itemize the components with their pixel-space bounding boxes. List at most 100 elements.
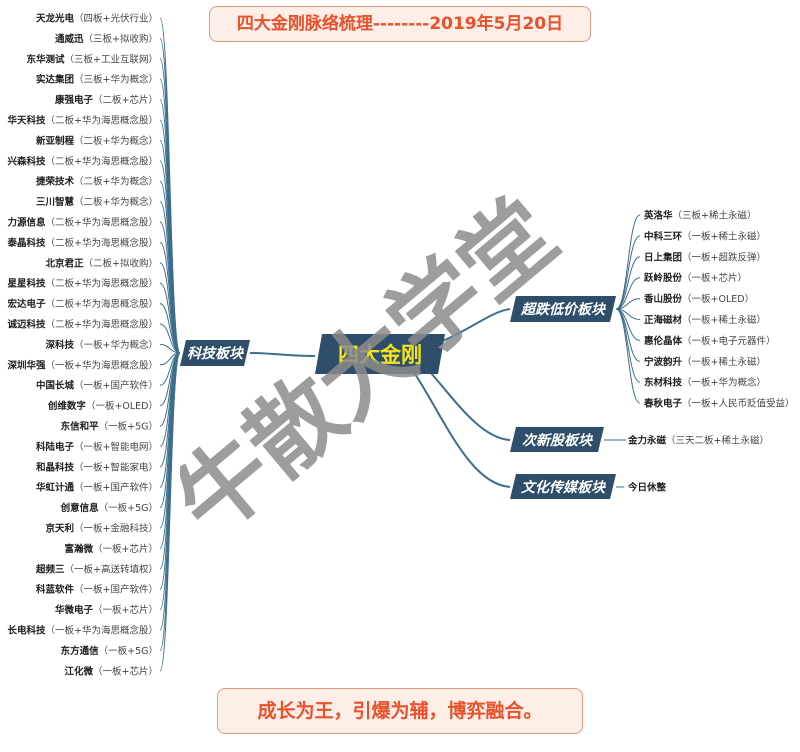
leaf-item-tech: 康强电子（二板+芯片） [54,94,158,106]
branch-label-tech: 科技板块 [187,345,245,362]
leaf-name: 科蓝软件 [36,584,75,596]
leaf-item-tech: 科陆电子（一板+智能电网） [36,441,158,453]
leaf-note: （三板+工业互联网） [65,53,158,65]
branch-node-media[interactable]: 文化传媒板块 [510,474,616,499]
leaf-item-tech: 星星科技（二板+华为海思概念股） [8,278,158,290]
leaf-note: （一板+华为海思概念股） [46,625,158,637]
connector-line [159,343,181,354]
connector-line [414,373,511,488]
leaf-note: （一板+芯片） [93,604,158,616]
leaf-item-oversold: 东材科技（一板+华为概念） [644,377,766,389]
leaf-name: 三川智慧 [36,196,75,208]
connector-line [615,308,641,404]
leaf-name: 创意信息 [60,502,100,514]
leaf-note: （一板+高送转填权） [65,563,158,575]
title-banner: 四大金刚脉络梳理--------2019年5月20日 [209,6,591,42]
leaf-item-oversold: 英洛华（三板+稀土永磁） [644,210,756,222]
leaf-item-tech: 兴森科技（二板+华为海思概念股） [8,155,158,167]
leaf-item-tech: 华虹计通（一板+国产软件） [36,482,158,494]
leaf-name: 捷荣技术 [36,176,75,188]
leaf-name: 跃岭股份 [644,272,683,284]
leaf-note: （二板+华为海思概念股） [46,115,158,127]
leaf-item-tech: 东华测试（三板+工业互联网） [27,53,158,65]
leaf-name: 东华测试 [27,53,66,65]
leaf-item-oversold: 正海磁材（一板+稀土永磁） [644,314,766,326]
leaf-item-tech: 通威迅（三板+拟收购） [55,33,158,45]
leaf-note: （一板+华为海思概念股） [46,359,158,371]
leaf-item-oversold: 惠伦晶体（一板+电子元器件） [644,335,775,347]
leaf-note: （一板+智能家电） [74,461,158,473]
leaf-note: （四板+光伏行业） [74,13,158,25]
branch-node-tech[interactable]: 科技板块 [180,340,250,366]
leaf-note: （二板+华为概念） [74,196,158,208]
leaf-name: 华虹计通 [36,482,75,494]
leaf-note: （一板+电子元器件） [682,335,775,347]
connector-line [249,352,316,357]
leaf-note: （三板+拟收购） [84,33,158,45]
leaf-note: （一板+稀土永磁） [682,230,766,242]
leaf-note: （一板+稀土永磁） [682,314,766,326]
leaf-name: 通威迅 [55,33,84,45]
center-label: 四大金刚 [338,343,422,367]
leaf-name: 华天科技 [8,115,47,127]
leaf-note: （二板+华为海思概念股） [46,298,158,310]
leaf-name: 东方通信 [61,645,100,657]
leaf-item-new_stock: 金力永磁（三天二板+稀土永磁） [627,435,769,447]
branch-node-new-stock[interactable]: 次新股板块 [510,427,604,452]
leaf-note: （二板+华为海思概念股） [46,155,158,167]
leaf-name: 深圳华强 [8,359,47,371]
leaf-item-tech: 北京君正（二板+拟收购） [46,257,158,269]
leaf-note: （一板+人民币贬值受益） [682,398,794,410]
leaf-item-tech: 诚迈科技（二板+华为海思概念股） [8,319,158,331]
center-node[interactable]: 四大金刚 [315,334,445,374]
leaf-item-media: 今日休整 [627,482,667,494]
leaf-name: 富瀚微 [65,543,94,555]
leaf-name: 北京君正 [46,257,85,269]
leaf-item-tech: 长电科技（一板+华为海思概念股） [8,625,158,637]
leaf-item-oversold: 跃岭股份（一板+芯片） [644,272,747,284]
leaf-note: （一板+OLED） [682,293,754,305]
connector-line [615,256,641,310]
leaf-item-tech: 深圳华强（一板+华为海思概念股） [8,359,158,371]
leaf-name: 正海磁材 [644,314,683,326]
leaf-name: 星星科技 [8,278,47,290]
leaf-item-tech: 超频三（一板+高送转填权） [35,563,158,575]
leaf-item-tech: 深科技（一板+华为概念） [46,339,158,351]
leaf-note: （一板+5G） [99,421,158,433]
leaf-item-tech: 宏达电子（二板+华为海思概念股） [8,298,158,310]
leaf-item-oversold: 宁波韵升（一板+稀土永磁） [644,356,766,368]
leaf-item-tech: 富瀚微（一板+芯片） [65,543,158,555]
leaf-name: 金力永磁 [627,435,667,447]
leaf-note: （一板+稀土永磁） [682,356,766,368]
leaf-name: 日上集团 [644,251,682,263]
leaf-note: （二板+华为海思概念股） [46,237,158,249]
watermark-text: 牛散大学堂 [180,178,577,556]
leaf-item-tech: 创维数字（一板+OLED） [47,400,158,412]
leaf-note: （一板+超跌反弹） [682,251,766,263]
leaf-name: 中科三环 [644,230,683,242]
leaf-name: 春秋电子 [643,398,683,410]
leaf-name: 京天利 [46,523,75,535]
leaf-note: （二板+华为海思概念股） [46,319,158,331]
leaf-note: （一板+智能电网） [74,441,158,453]
connector-line [159,303,181,354]
branch-label-new-stock: 次新股板块 [522,432,594,449]
leaf-note: （一板+芯片） [93,543,158,555]
leaf-note: （一板+5G） [99,502,158,514]
connector-line [429,371,511,441]
leaf-item-tech: 天龙光电（四板+光伏行业） [36,13,158,25]
connector-line [439,308,511,343]
leaf-item-tech: 科蓝软件（一板+国产软件） [36,584,158,596]
leaf-name: 英洛华 [644,210,673,222]
leaf-name: 科陆电子 [36,441,75,453]
leaf-note: （一板+华为概念） [682,377,766,389]
leaf-item-tech: 捷荣技术（二板+华为概念） [36,176,158,188]
leaf-name: 江化微 [65,665,94,677]
branch-node-oversold[interactable]: 超跌低价板块 [510,296,616,322]
leaf-note: （三天二板+稀土永磁） [666,435,769,447]
leaf-item-tech: 三川智慧（二板+华为概念） [36,196,158,208]
leaf-name: 惠伦晶体 [644,335,683,347]
leaf-nodes: 天龙光电（四板+光伏行业）通威迅（三板+拟收购）东华测试（三板+工业互联网）实达… [7,13,795,678]
leaf-item-oversold: 春秋电子（一板+人民币贬值受益） [643,398,794,410]
connector-line [615,298,641,310]
